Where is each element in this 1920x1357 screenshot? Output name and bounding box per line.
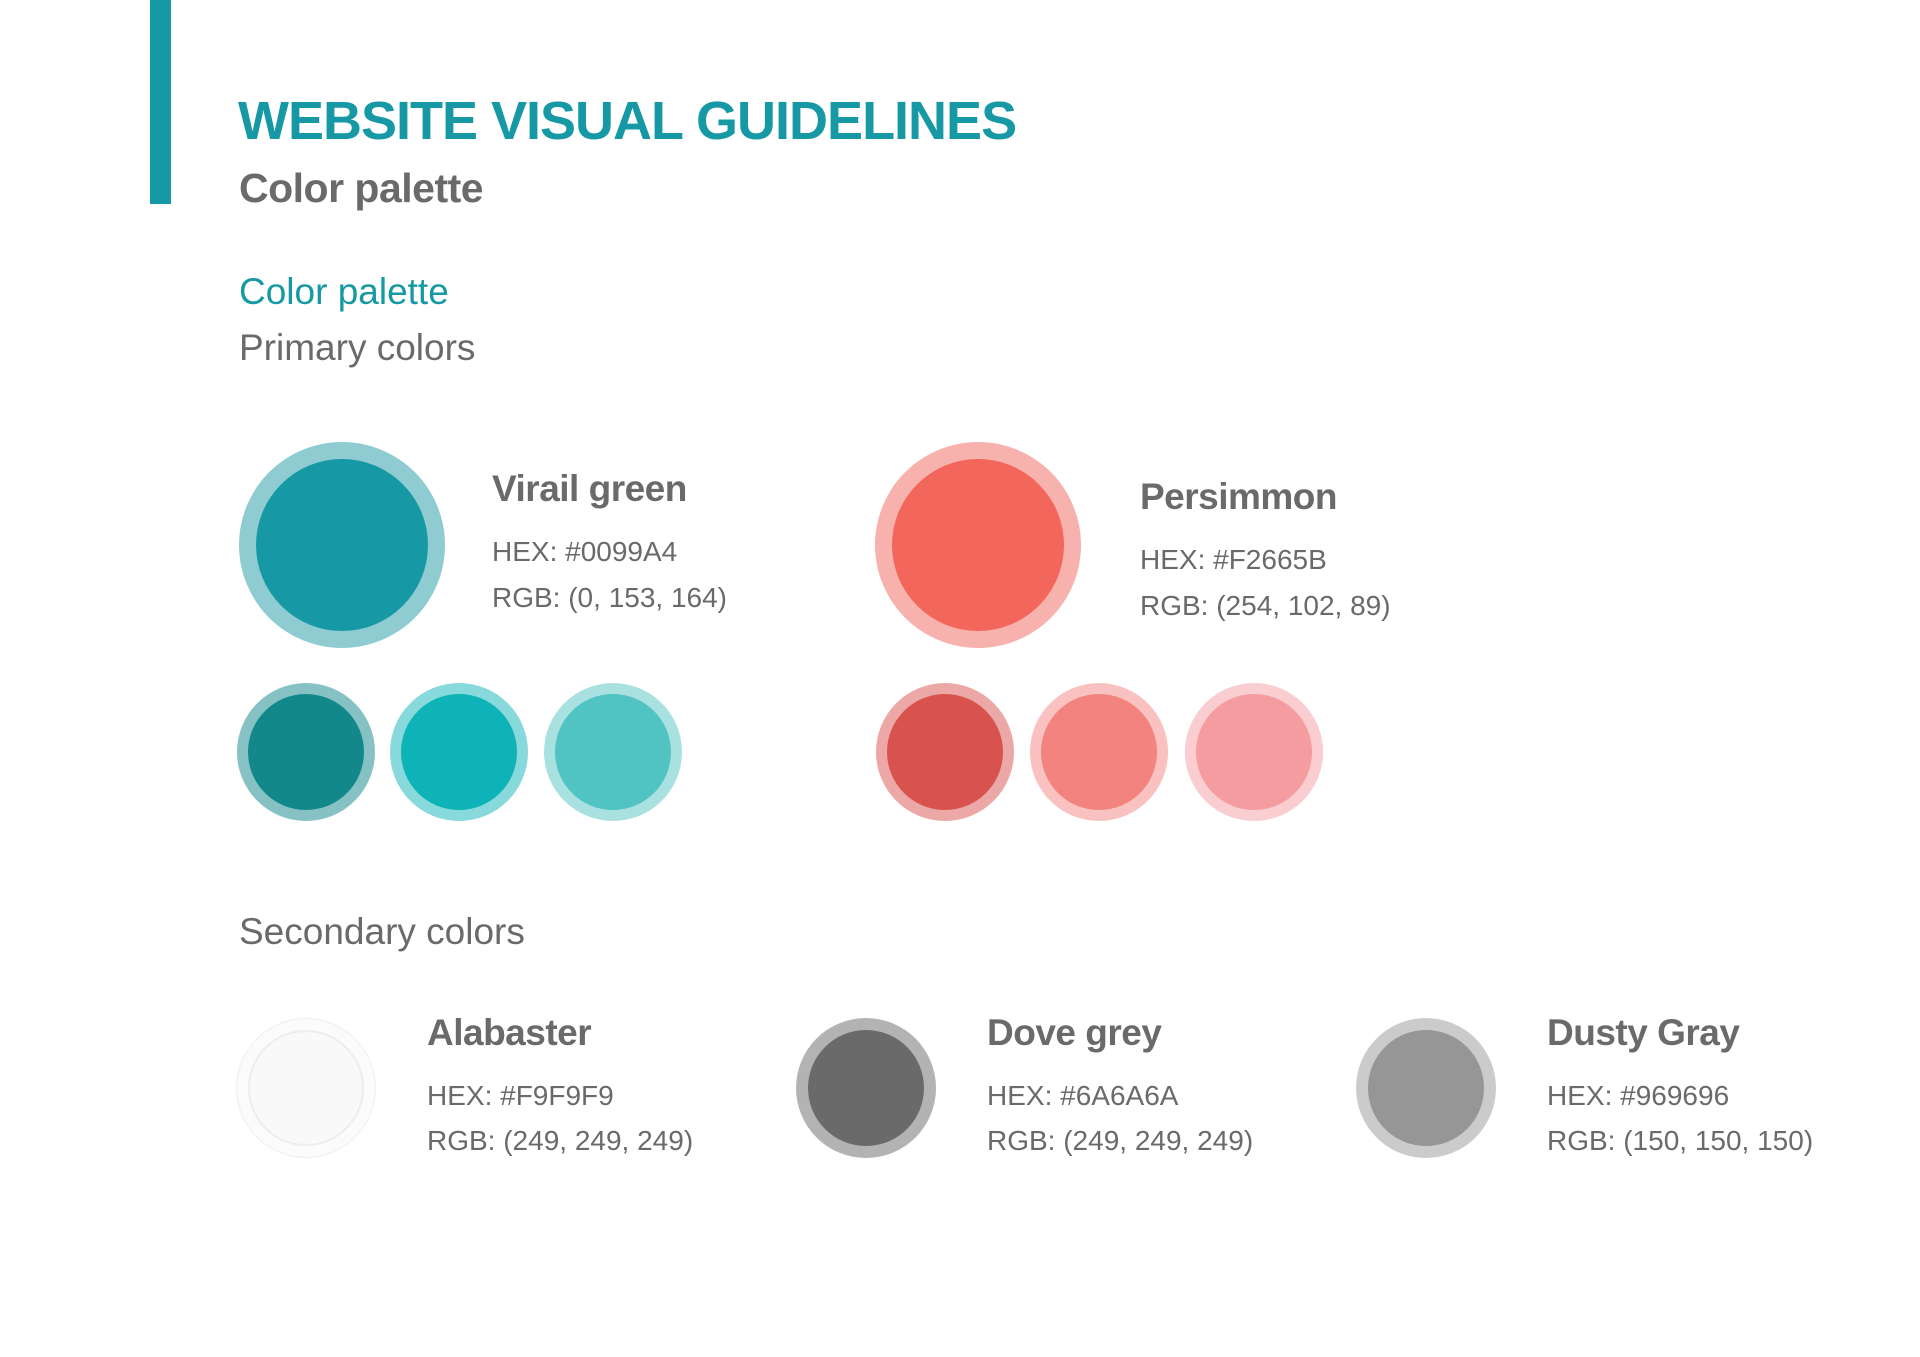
- color-name: Alabaster: [427, 1012, 592, 1053]
- swatch-fill: [1041, 694, 1157, 810]
- swatch-virail-green: [239, 442, 445, 648]
- swatch-alabaster: [236, 1018, 376, 1158]
- swatch-fill: [248, 1030, 364, 1146]
- swatch-fill: [256, 459, 428, 631]
- swatch-fill: [401, 694, 517, 810]
- swatch-fill: [1368, 1030, 1484, 1146]
- swatch-shade-bright: [390, 683, 528, 821]
- color-name: Dusty Gray: [1547, 1012, 1740, 1053]
- swatch-fill: [887, 694, 1003, 810]
- page-title: WEBSITE VISUAL GUIDELINES: [238, 91, 1017, 151]
- swatch-fill: [1196, 694, 1312, 810]
- swatch-fill: [892, 459, 1064, 631]
- color-hex: HEX: #F9F9F9: [427, 1080, 614, 1111]
- color-rgb: RGB: (0, 153, 164): [492, 582, 728, 613]
- swatch-dove-grey: [796, 1018, 936, 1158]
- color-hex: HEX: #6A6A6A: [987, 1080, 1179, 1111]
- section-label: Color palette: [239, 271, 449, 312]
- swatch-shade-light: [1185, 683, 1323, 821]
- swatch-shade-light: [544, 683, 682, 821]
- color-rgb: RGB: (249, 249, 249): [427, 1125, 694, 1156]
- color-name: Virail green: [492, 468, 687, 509]
- swatch-fill: [555, 694, 671, 810]
- swatch-fill: [808, 1030, 924, 1146]
- swatch-shade-medium: [1030, 683, 1168, 821]
- secondary-colors-heading: Secondary colors: [239, 911, 525, 952]
- color-name: Persimmon: [1140, 476, 1338, 517]
- swatch-shade-dark: [237, 683, 375, 821]
- color-rgb: RGB: (254, 102, 89): [1140, 590, 1391, 621]
- color-hex: HEX: #0099A4: [492, 536, 678, 567]
- page-subtitle: Color palette: [239, 165, 484, 211]
- swatch-shade-dark: [876, 683, 1014, 821]
- swatch-dusty-gray: [1356, 1018, 1496, 1158]
- color-name: Dove grey: [987, 1012, 1162, 1053]
- color-hex: HEX: #F2665B: [1140, 544, 1327, 575]
- color-rgb: RGB: (150, 150, 150): [1547, 1125, 1814, 1156]
- swatch-persimmon: [875, 442, 1081, 648]
- primary-colors-heading: Primary colors: [239, 327, 476, 368]
- accent-bar: [150, 0, 171, 204]
- color-hex: HEX: #969696: [1547, 1080, 1730, 1111]
- color-rgb: RGB: (249, 249, 249): [987, 1125, 1254, 1156]
- swatch-fill: [248, 694, 364, 810]
